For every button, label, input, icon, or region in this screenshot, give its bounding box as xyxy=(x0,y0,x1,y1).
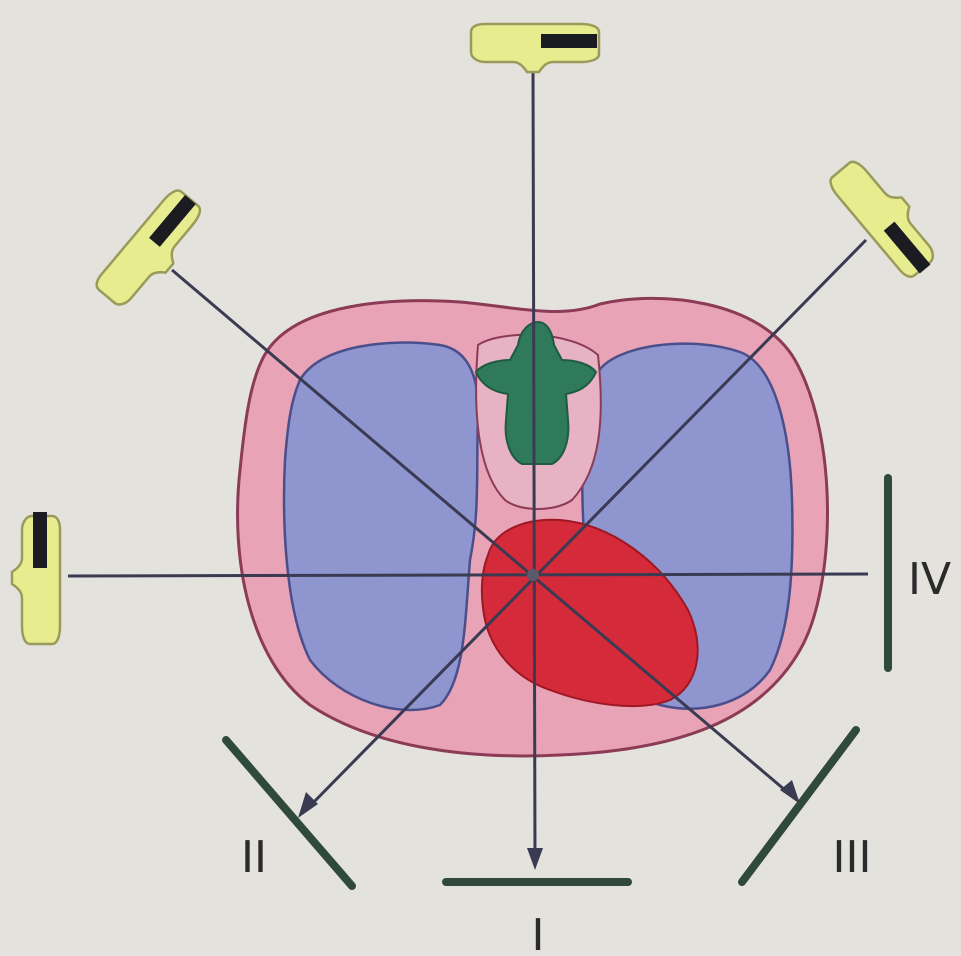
label-detector-i: I xyxy=(532,910,545,956)
label-detector-ii: II xyxy=(241,832,267,883)
beam-horizontal xyxy=(68,574,868,576)
tube-window xyxy=(33,512,47,568)
label-detector-iii: III xyxy=(833,832,872,883)
beam-intersection xyxy=(527,569,539,581)
left-lung xyxy=(284,343,478,710)
tube-window xyxy=(541,34,597,48)
beam-vertical xyxy=(533,68,535,860)
label-detector-iv: IV xyxy=(908,554,951,605)
